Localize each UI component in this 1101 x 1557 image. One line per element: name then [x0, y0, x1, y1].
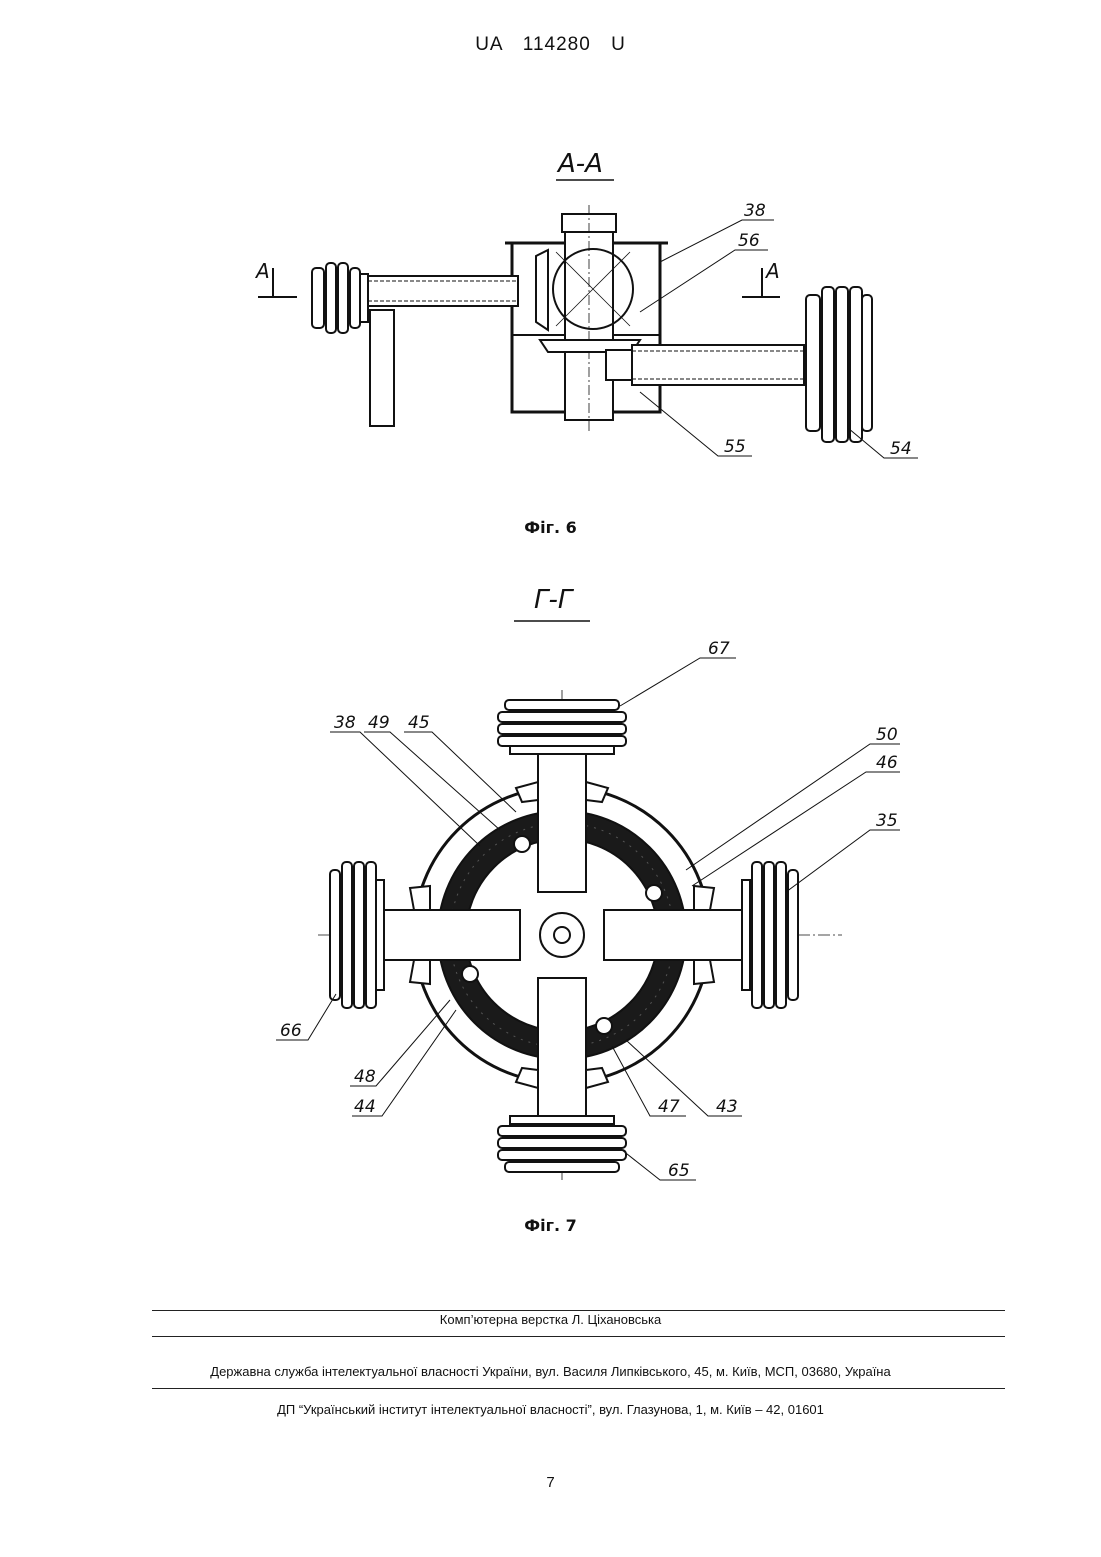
fig7-callout-44: 44 [354, 1097, 376, 1117]
footer-rule-top [152, 1310, 1005, 1311]
fig7-callout-45: 45 [408, 713, 430, 733]
fig6-callout-38: 38 [744, 201, 766, 221]
fig7-callout-43: 43 [716, 1097, 738, 1117]
footer-rule-middle [152, 1336, 1005, 1337]
figure-6-caption: Фіг. 6 [0, 518, 1101, 537]
fig6-callout-56: 56 [738, 231, 760, 251]
fig7-callout-67: 67 [708, 639, 730, 659]
fig7-callout-65: 65 [668, 1161, 690, 1181]
figure-7-drawing: Г-Г [0, 570, 1101, 1210]
fig7-callout-46: 46 [876, 753, 898, 773]
footer-rule-bottom [152, 1388, 1005, 1389]
figure-6-drawing: А-А А А [0, 0, 1101, 560]
fig7-callout-50: 50 [876, 725, 898, 745]
fig6-cut-right-label: А [764, 259, 780, 283]
fig7-callout-48: 48 [354, 1067, 376, 1087]
figure-7-caption: Фіг. 7 [0, 1216, 1101, 1235]
fig7-callout-49: 49 [368, 713, 390, 733]
fig7-section-label: Г-Г [534, 585, 575, 615]
page-number: 7 [0, 1474, 1101, 1491]
fig7-callout-47: 47 [658, 1097, 680, 1117]
fig6-callout-54: 54 [890, 439, 912, 459]
publisher-address: Державна служба інтелектуальної власност… [0, 1364, 1101, 1379]
fig7-callout-38: 38 [334, 713, 356, 733]
fig7-callout-66: 66 [280, 1021, 302, 1041]
fig7-callout-35: 35 [876, 811, 898, 831]
institute-address: ДП “Український інститут інтелектуальної… [0, 1402, 1101, 1417]
fig6-section-label: А-А [556, 149, 603, 179]
layout-credit: Комп’ютерна верстка Л. Ціхановська [0, 1312, 1101, 1327]
fig6-callout-55: 55 [724, 437, 746, 457]
fig6-cut-left-label: А [254, 259, 270, 283]
